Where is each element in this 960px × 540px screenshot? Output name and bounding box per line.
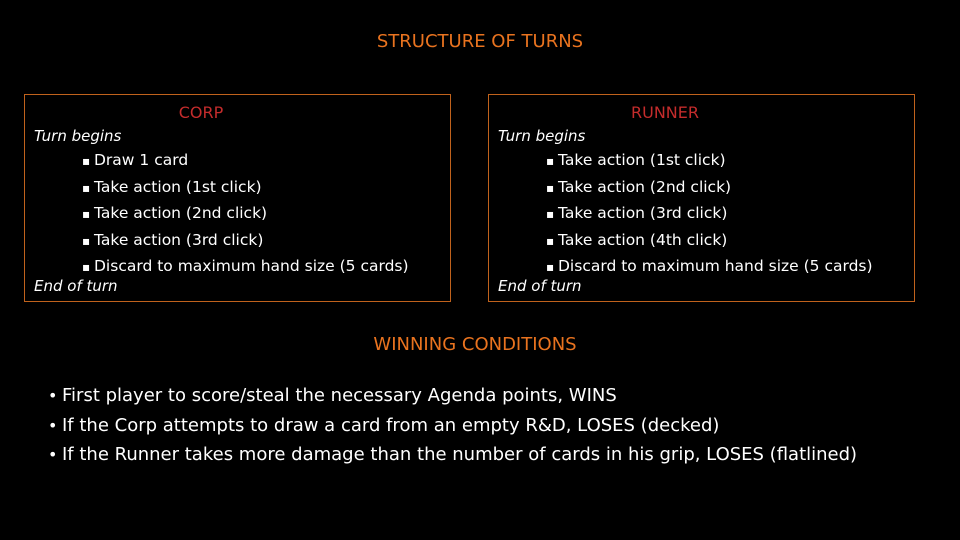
corp-step-label: Draw 1 card [94,151,189,169]
runner-heading: RUNNER [631,103,699,122]
corp-steps-list: ▪Draw 1 card ▪Take action (1st click) ▪T… [82,148,409,281]
list-item: ▪Take action (3rd click) [82,228,409,255]
list-item: •First player to score/steal the necessa… [48,381,857,411]
list-item: ▪Take action (2nd click) [546,175,873,202]
list-item: •If the Corp attempts to draw a card fro… [48,411,857,441]
list-item: •If the Runner takes more damage than th… [48,440,857,470]
runner-step-label: Take action (2nd click) [558,177,732,196]
corp-turn-box: CORP Turn begins ▪Draw 1 card ▪Take acti… [24,94,451,302]
runner-turn-begins: Turn begins [498,127,586,145]
bullet-icon: ▪ [546,154,555,168]
runner-step-label: Discard to maximum hand size (5 cards) [558,257,873,276]
bullet-icon: ▪ [546,207,555,222]
runner-turn-box: RUNNER Turn begins ▪Take action (1st cli… [488,94,915,302]
bullet-icon: ▪ [546,180,555,195]
winning-conditions-list: •First player to score/steal the necessa… [48,381,857,470]
list-item: ▪Draw 1 card [82,148,409,175]
bullet-icon: • [48,445,58,464]
list-item: ▪Take action (1st click) [546,148,873,175]
runner-end-of-turn: End of turn [498,277,582,295]
corp-step-label: Take action (1st click) [94,177,262,196]
corp-step-label: Take action (2nd click) [94,204,268,223]
list-item: ▪Take action (1st click) [82,175,409,202]
bullet-icon: ▪ [82,207,91,222]
list-item: ▪Take action (3rd click) [546,201,873,228]
corp-end-of-turn: End of turn [34,277,118,295]
list-item: ▪Discard to maximum hand size (5 cards) [82,254,409,281]
condition-label: If the Runner takes more damage than the… [62,444,858,465]
corp-step-label: Discard to maximum hand size (5 cards) [94,257,409,276]
bullet-icon: • [48,415,58,435]
bullet-icon: • [48,386,58,405]
runner-step-label: Take action (1st click) [558,151,726,169]
winning-conditions-heading: WINNING CONDITIONS [373,334,577,355]
bullet-icon: ▪ [82,154,91,168]
bullet-icon: ▪ [546,260,555,275]
runner-step-label: Take action (4th click) [558,230,728,249]
bullet-icon: ▪ [546,233,555,248]
condition-label: If the Corp attempts to draw a card from… [62,414,720,436]
runner-steps-list: ▪Take action (1st click) ▪Take action (2… [546,148,873,281]
runner-step-label: Take action (3rd click) [558,204,728,223]
bullet-icon: ▪ [82,233,91,248]
list-item: ▪Take action (2nd click) [82,201,409,228]
list-item: ▪Take action (4th click) [546,228,873,255]
condition-label: First player to score/steal the necessar… [62,385,617,406]
slide-title: STRUCTURE OF TURNS [376,31,584,52]
corp-turn-begins: Turn begins [34,127,122,145]
corp-heading: CORP [178,103,224,122]
bullet-icon: ▪ [82,180,91,195]
bullet-icon: ▪ [82,260,91,275]
corp-step-label: Take action (3rd click) [94,230,264,249]
list-item: ▪Discard to maximum hand size (5 cards) [546,254,873,281]
